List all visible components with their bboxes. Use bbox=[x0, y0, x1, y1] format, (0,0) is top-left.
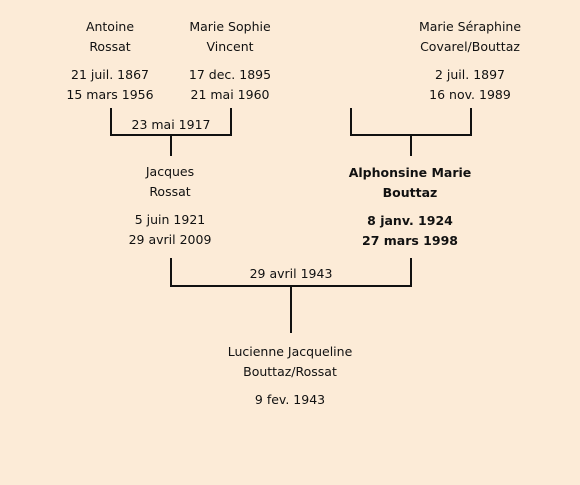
connector-line bbox=[170, 134, 172, 156]
connector-line bbox=[290, 285, 292, 333]
first-name: Marie Séraphine bbox=[418, 19, 522, 34]
connector-line bbox=[350, 108, 352, 136]
person-marie-sophie-vincent: Marie Sophie Vincent 17 dec. 1895 21 mai… bbox=[170, 17, 290, 105]
person-lucienne-jacqueline-bouttaz-rossat: Lucienne Jacqueline Bouttaz/Rossat 9 fev… bbox=[200, 342, 380, 410]
connector-line bbox=[230, 108, 232, 136]
birth-date: 5 juin 1921 bbox=[134, 212, 206, 227]
person-jacques-rossat: Jacques Rossat 5 juin 1921 29 avril 2009 bbox=[110, 162, 230, 250]
last-name: Covarel/Bouttaz bbox=[420, 39, 520, 54]
death-date: 15 mars 1956 bbox=[66, 87, 154, 102]
birth-date: 17 dec. 1895 bbox=[188, 67, 272, 82]
first-name: Alphonsine Marie bbox=[348, 165, 472, 180]
person-marie-seraphine-covarel-bouttaz: Marie Séraphine Covarel/Bouttaz 2 juil. … bbox=[395, 17, 545, 105]
marriage-date: 29 avril 1943 bbox=[249, 266, 333, 281]
birth-date: 2 juil. 1897 bbox=[434, 67, 506, 82]
first-name: Jacques bbox=[145, 164, 195, 179]
death-date: 21 mai 1960 bbox=[190, 87, 270, 102]
connector-line bbox=[170, 258, 172, 287]
last-name: Bouttaz/Rossat bbox=[243, 364, 337, 379]
last-name: Bouttaz bbox=[382, 185, 438, 200]
person-antoine-rossat: Antoine Rossat 21 juil. 1867 15 mars 195… bbox=[50, 17, 170, 105]
birth-date: 9 fev. 1943 bbox=[254, 392, 326, 407]
last-name: Rossat bbox=[149, 184, 191, 199]
connector-line bbox=[410, 258, 412, 287]
connector-line bbox=[410, 134, 412, 156]
birth-date: 8 janv. 1924 bbox=[367, 213, 453, 228]
first-name: Antoine bbox=[85, 19, 135, 34]
connector-line bbox=[470, 108, 472, 136]
first-name: Lucienne Jacqueline bbox=[227, 344, 353, 359]
death-date: 29 avril 2009 bbox=[128, 232, 212, 247]
last-name: Vincent bbox=[206, 39, 254, 54]
last-name: Rossat bbox=[89, 39, 131, 54]
connector-line bbox=[110, 108, 112, 136]
birth-date: 21 juil. 1867 bbox=[71, 67, 149, 82]
death-date: 27 mars 1998 bbox=[362, 233, 458, 248]
person-alphonsine-marie-bouttaz: Alphonsine Marie Bouttaz 8 janv. 1924 27… bbox=[340, 163, 480, 251]
marriage-date: 23 mai 1917 bbox=[131, 117, 211, 132]
death-date: 16 nov. 1989 bbox=[429, 87, 511, 102]
first-name: Marie Sophie bbox=[189, 19, 271, 34]
